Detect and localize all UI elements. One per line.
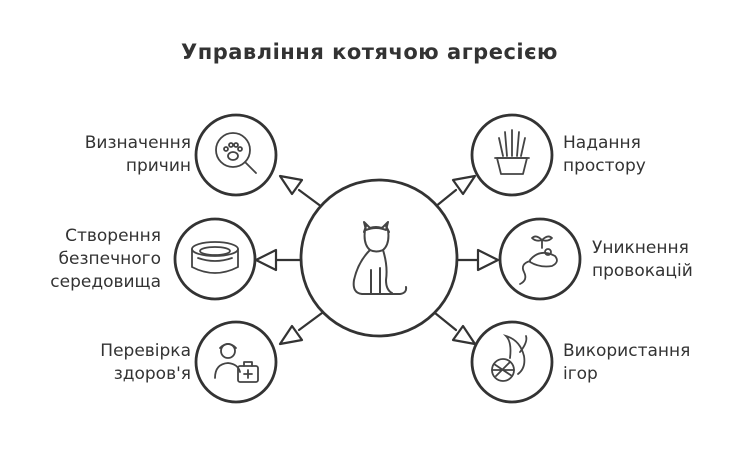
label-games-line2: ігор bbox=[563, 364, 598, 384]
icon-circle-safe-environment bbox=[173, 217, 257, 301]
label-games-line1: Використання bbox=[563, 341, 691, 361]
icon-circle-causes bbox=[194, 113, 278, 197]
label-provocations-line1: Уникнення bbox=[592, 238, 689, 258]
arrow-right bbox=[455, 248, 500, 272]
toy-mouse-icon bbox=[519, 235, 558, 285]
vet-first-aid-icon bbox=[214, 343, 259, 383]
arrow-left bbox=[254, 248, 302, 272]
label-space: Надання простору bbox=[563, 132, 646, 178]
label-provocations: Уникнення провокацій bbox=[592, 237, 693, 283]
label-safe-environment: Створення безпечного середовища bbox=[50, 225, 161, 294]
cat-bed-icon bbox=[191, 241, 239, 274]
label-games: Використання ігор bbox=[563, 340, 690, 386]
diagram-title: Управління котячою агресією bbox=[181, 40, 558, 64]
cat-icon bbox=[352, 221, 408, 295]
icon-circle-games bbox=[470, 320, 554, 404]
icon-circle-provocations bbox=[498, 217, 582, 301]
icon-circle-health bbox=[194, 320, 278, 404]
label-health-line1: Перевірка bbox=[100, 341, 191, 361]
center-circle bbox=[299, 178, 459, 338]
label-safe-environment-line1: Створення bbox=[65, 226, 161, 246]
label-causes-line1: Визначення bbox=[84, 133, 191, 153]
paw-magnifier-icon bbox=[215, 132, 257, 174]
label-causes: Визначення причин bbox=[85, 132, 191, 178]
label-safe-environment-line3: середовища bbox=[50, 272, 161, 292]
arrow-lower-left bbox=[278, 311, 324, 346]
label-provocations-line2: провокацій bbox=[592, 261, 693, 281]
label-health: Перевірка здоров'я bbox=[100, 340, 191, 386]
label-causes-line2: причин bbox=[125, 156, 191, 176]
arrow-upper-left bbox=[278, 174, 324, 209]
yarn-ball-icon bbox=[491, 334, 528, 382]
label-safe-environment-line2: безпечного bbox=[58, 249, 161, 269]
arrow-lower-right bbox=[433, 311, 477, 346]
label-space-line1: Надання bbox=[563, 133, 641, 153]
label-space-line2: простору bbox=[563, 156, 646, 176]
label-health-line2: здоров'я bbox=[113, 364, 191, 384]
plant-pot-icon bbox=[494, 129, 530, 175]
arrow-upper-right bbox=[433, 174, 477, 209]
